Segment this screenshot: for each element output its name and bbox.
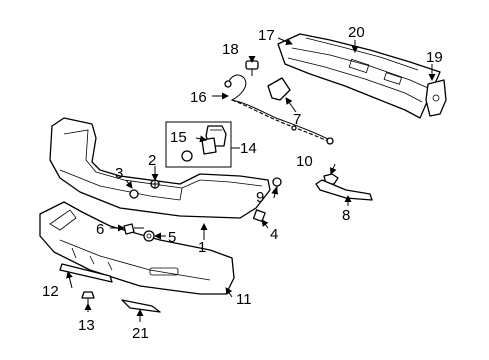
retainer-clip <box>252 209 266 223</box>
callout-5: 5 <box>168 229 176 246</box>
callout-1: 1 <box>198 239 206 256</box>
callout-14: 14 <box>240 140 257 157</box>
lower-valance <box>39 201 235 295</box>
bolt-9 <box>272 177 282 194</box>
clip-13 <box>81 291 95 304</box>
callout-9: 9 <box>256 189 264 206</box>
guide-rod <box>315 179 373 201</box>
nut-5 <box>143 230 155 242</box>
callout-13: 13 <box>78 317 95 334</box>
step-pad-strip <box>59 263 113 283</box>
callout-16: 16 <box>190 89 207 106</box>
leader-lines <box>66 37 436 322</box>
push-pin-fastener <box>245 60 259 76</box>
impact-bar-reinforcement <box>277 33 441 119</box>
callout-3: 3 <box>115 165 123 182</box>
bolt-6 <box>123 223 144 235</box>
callout-labels: 20 17 18 19 16 7 15 14 2 10 3 9 8 4 6 5 … <box>42 24 443 342</box>
callout-2: 2 <box>148 152 156 169</box>
callout-11: 11 <box>236 291 252 308</box>
callout-18: 18 <box>222 41 239 58</box>
callout-19: 19 <box>426 49 443 66</box>
callout-17: 17 <box>258 27 275 44</box>
wiring-harness <box>224 74 334 145</box>
screw-fastener-2 <box>150 179 160 189</box>
callout-8: 8 <box>342 207 350 224</box>
bumper-cover <box>49 117 271 219</box>
callout-12: 12 <box>42 283 59 300</box>
callout-7: 7 <box>293 111 301 128</box>
callout-10: 10 <box>296 153 313 170</box>
callout-21: 21 <box>132 325 149 342</box>
reflector <box>121 299 161 313</box>
wiring-bracket <box>267 77 291 101</box>
side-bracket <box>425 79 447 117</box>
callout-4: 4 <box>270 226 278 243</box>
callout-20: 20 <box>348 24 365 41</box>
callout-15: 15 <box>170 129 187 146</box>
callout-6: 6 <box>96 221 104 238</box>
